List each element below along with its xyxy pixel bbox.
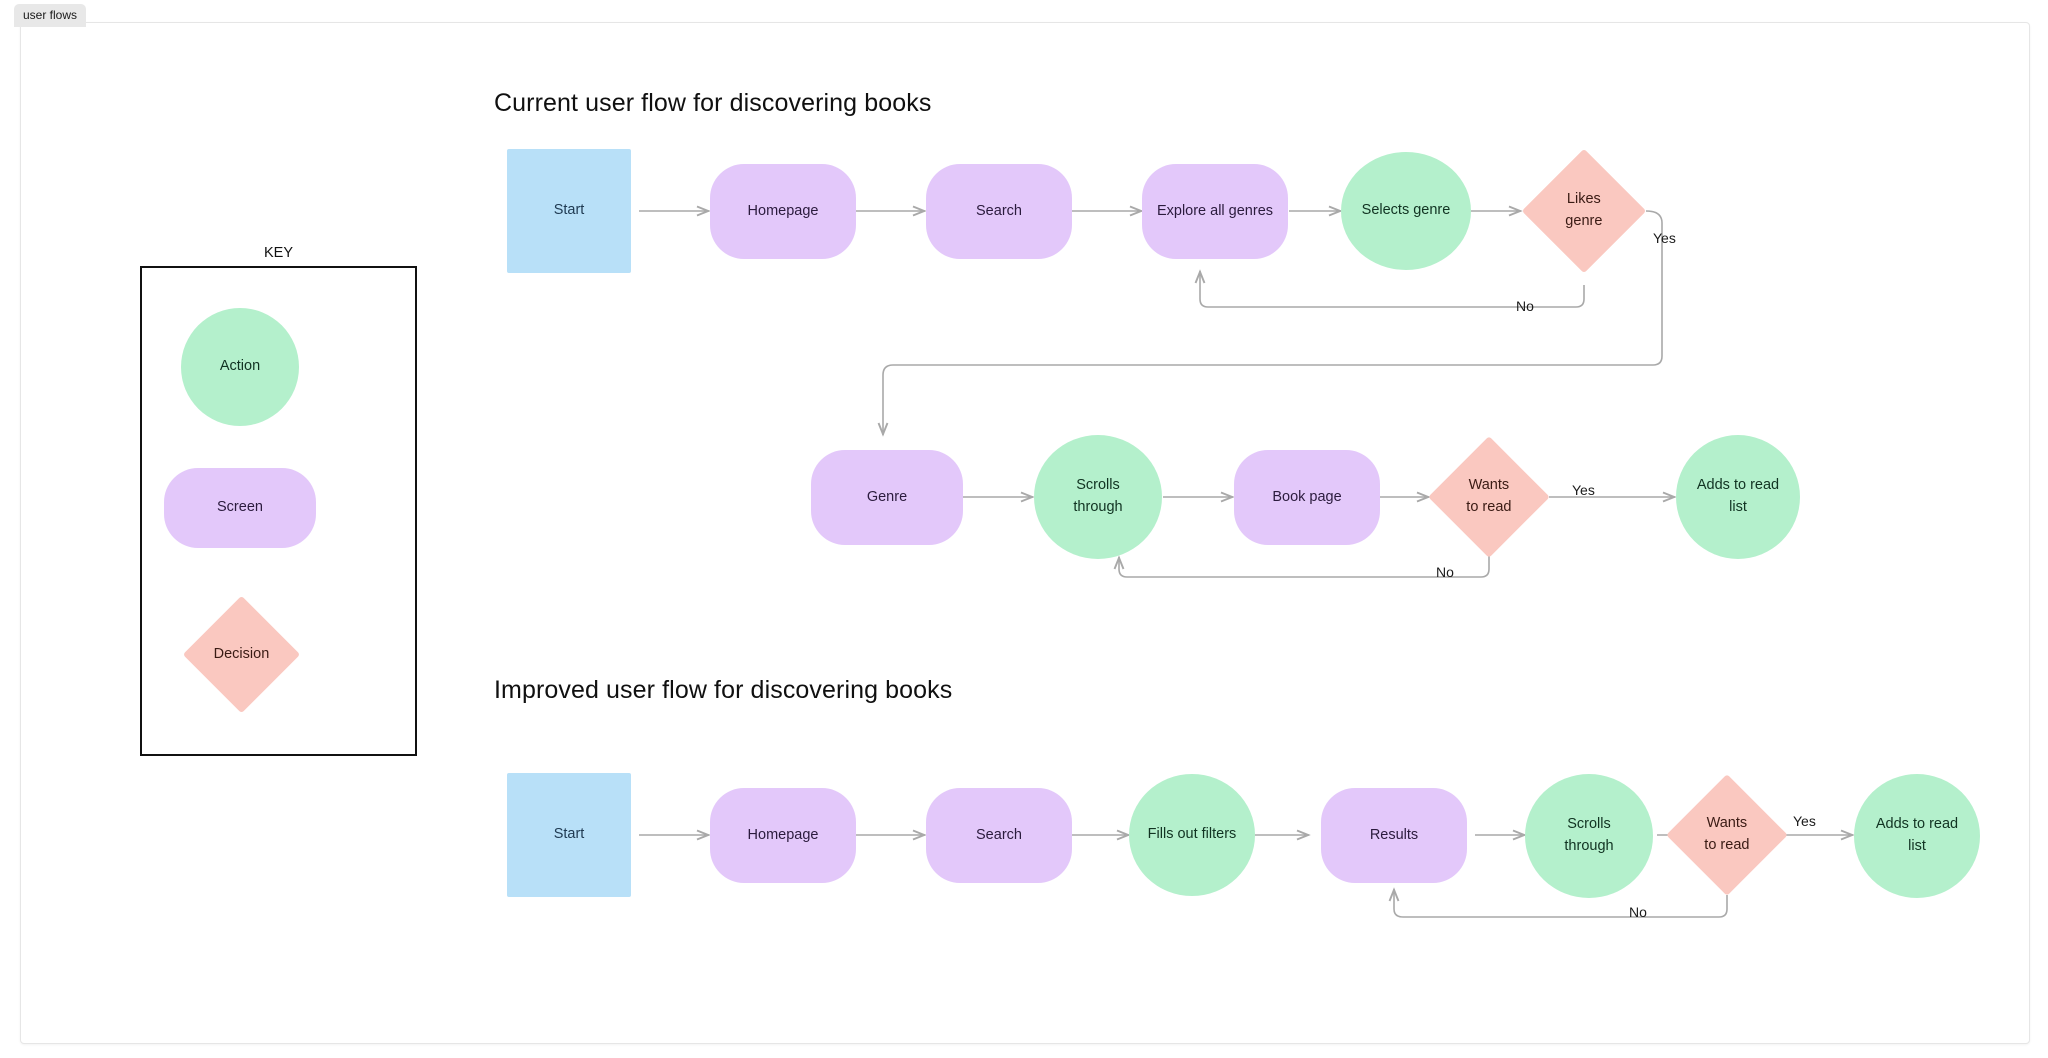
node-start-current[interactable]: Start [507,149,631,273]
node-label: Search [976,826,1022,843]
node-label: Wants to read [1704,815,1750,853]
key-shape-action: Action [181,308,299,426]
node-label: Scrolls through [1564,816,1614,854]
node-label: Adds to read list [1696,477,1780,515]
node-likes-genre[interactable]: Likes genre [1521,148,1647,274]
node-results[interactable]: Results [1321,788,1467,883]
node-label: Book page [1272,488,1342,505]
node-wants-to-read-improved[interactable]: Wants to read [1666,774,1788,896]
node-genre[interactable]: Genre [811,450,963,545]
flow-title-improved: Improved user flow for discovering books [494,676,953,704]
node-label: Homepage [747,202,819,219]
node-label: Scrolls through [1073,477,1123,515]
node-wants-to-read-current[interactable]: Wants to read [1428,436,1550,558]
node-start-improved[interactable]: Start [507,773,631,897]
node-label: Fills out filters [1147,826,1237,843]
edge-label-no-wants-to-read-current: No [1436,564,1454,580]
node-homepage-improved[interactable]: Homepage [710,788,856,883]
diagram-canvas[interactable]: KEY Action Screen Decision Current user … [20,22,2030,1044]
key-shape-decision-label: Decision [213,645,270,662]
node-search-improved[interactable]: Search [926,788,1072,883]
key-panel-title: KEY [263,245,293,261]
node-label: Explore all genres [1156,202,1274,219]
edge-label-yes-wants-to-read-current: Yes [1572,482,1595,498]
node-explore-all-genres[interactable]: Explore all genres [1142,164,1288,259]
tab-chip-label: user flows [23,8,78,22]
node-label: Genre [866,488,908,505]
node-scrolls-through-current[interactable]: Scrolls through [1034,435,1162,559]
tab-chip-user-flows[interactable]: user flows [14,4,87,27]
node-selects-genre[interactable]: Selects genre [1341,152,1471,270]
node-search-current[interactable]: Search [926,164,1072,259]
flow-title-current: Current user flow for discovering books [494,89,932,117]
key-shape-screen: Screen [164,468,316,548]
edge-label-no-wants-to-read-improved: No [1629,904,1647,920]
edge-label-no-likes-genre: No [1516,298,1534,314]
node-adds-to-read-list-improved[interactable]: Adds to read list [1854,774,1980,898]
key-panel: Action Screen Decision [140,266,417,756]
node-book-page[interactable]: Book page [1234,450,1380,545]
node-homepage-current[interactable]: Homepage [710,164,856,259]
node-label: Search [976,202,1022,219]
edge-label-yes-wants-to-read-improved: Yes [1793,813,1816,829]
node-label: Homepage [747,826,819,843]
node-scrolls-through-improved[interactable]: Scrolls through [1525,774,1653,898]
node-label: Results [1369,826,1419,843]
key-shape-screen-label: Screen [217,499,263,516]
node-fills-out-filters[interactable]: Fills out filters [1129,774,1255,896]
node-adds-to-read-list-current[interactable]: Adds to read list [1676,435,1800,559]
node-label: Adds to read list [1875,816,1959,854]
node-label: Start [553,826,585,843]
key-shape-decision: Decision [182,595,301,714]
key-shape-action-label: Action [219,358,261,375]
node-label: Start [553,202,585,219]
node-label: Wants to read [1466,477,1512,515]
node-label: Selects genre [1361,202,1451,219]
edge-label-yes-likes-genre: Yes [1653,230,1676,246]
node-label: Likes genre [1565,191,1603,229]
